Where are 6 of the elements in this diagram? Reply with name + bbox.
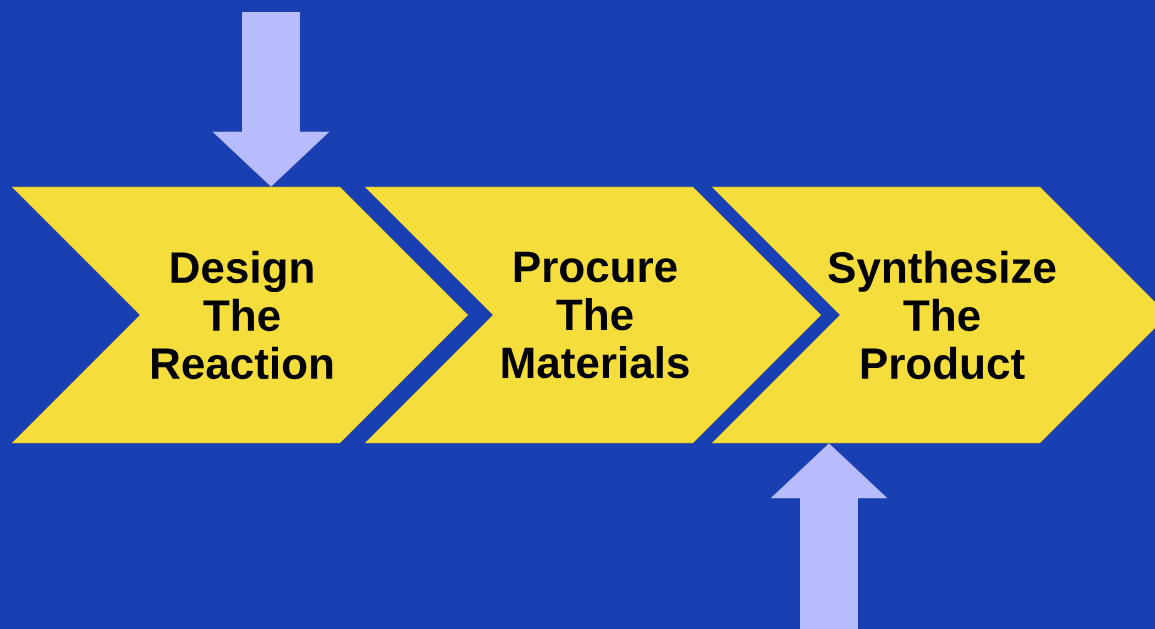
chevron-step: Procure The Materials xyxy=(364,186,822,444)
block-arrow xyxy=(212,12,330,187)
chevron-step: Synthesize The Product xyxy=(711,186,1155,444)
block-arrow xyxy=(770,443,888,629)
chevron-step: Design The Reaction xyxy=(11,186,469,444)
node-label: Synthesize The Product xyxy=(828,250,1056,380)
